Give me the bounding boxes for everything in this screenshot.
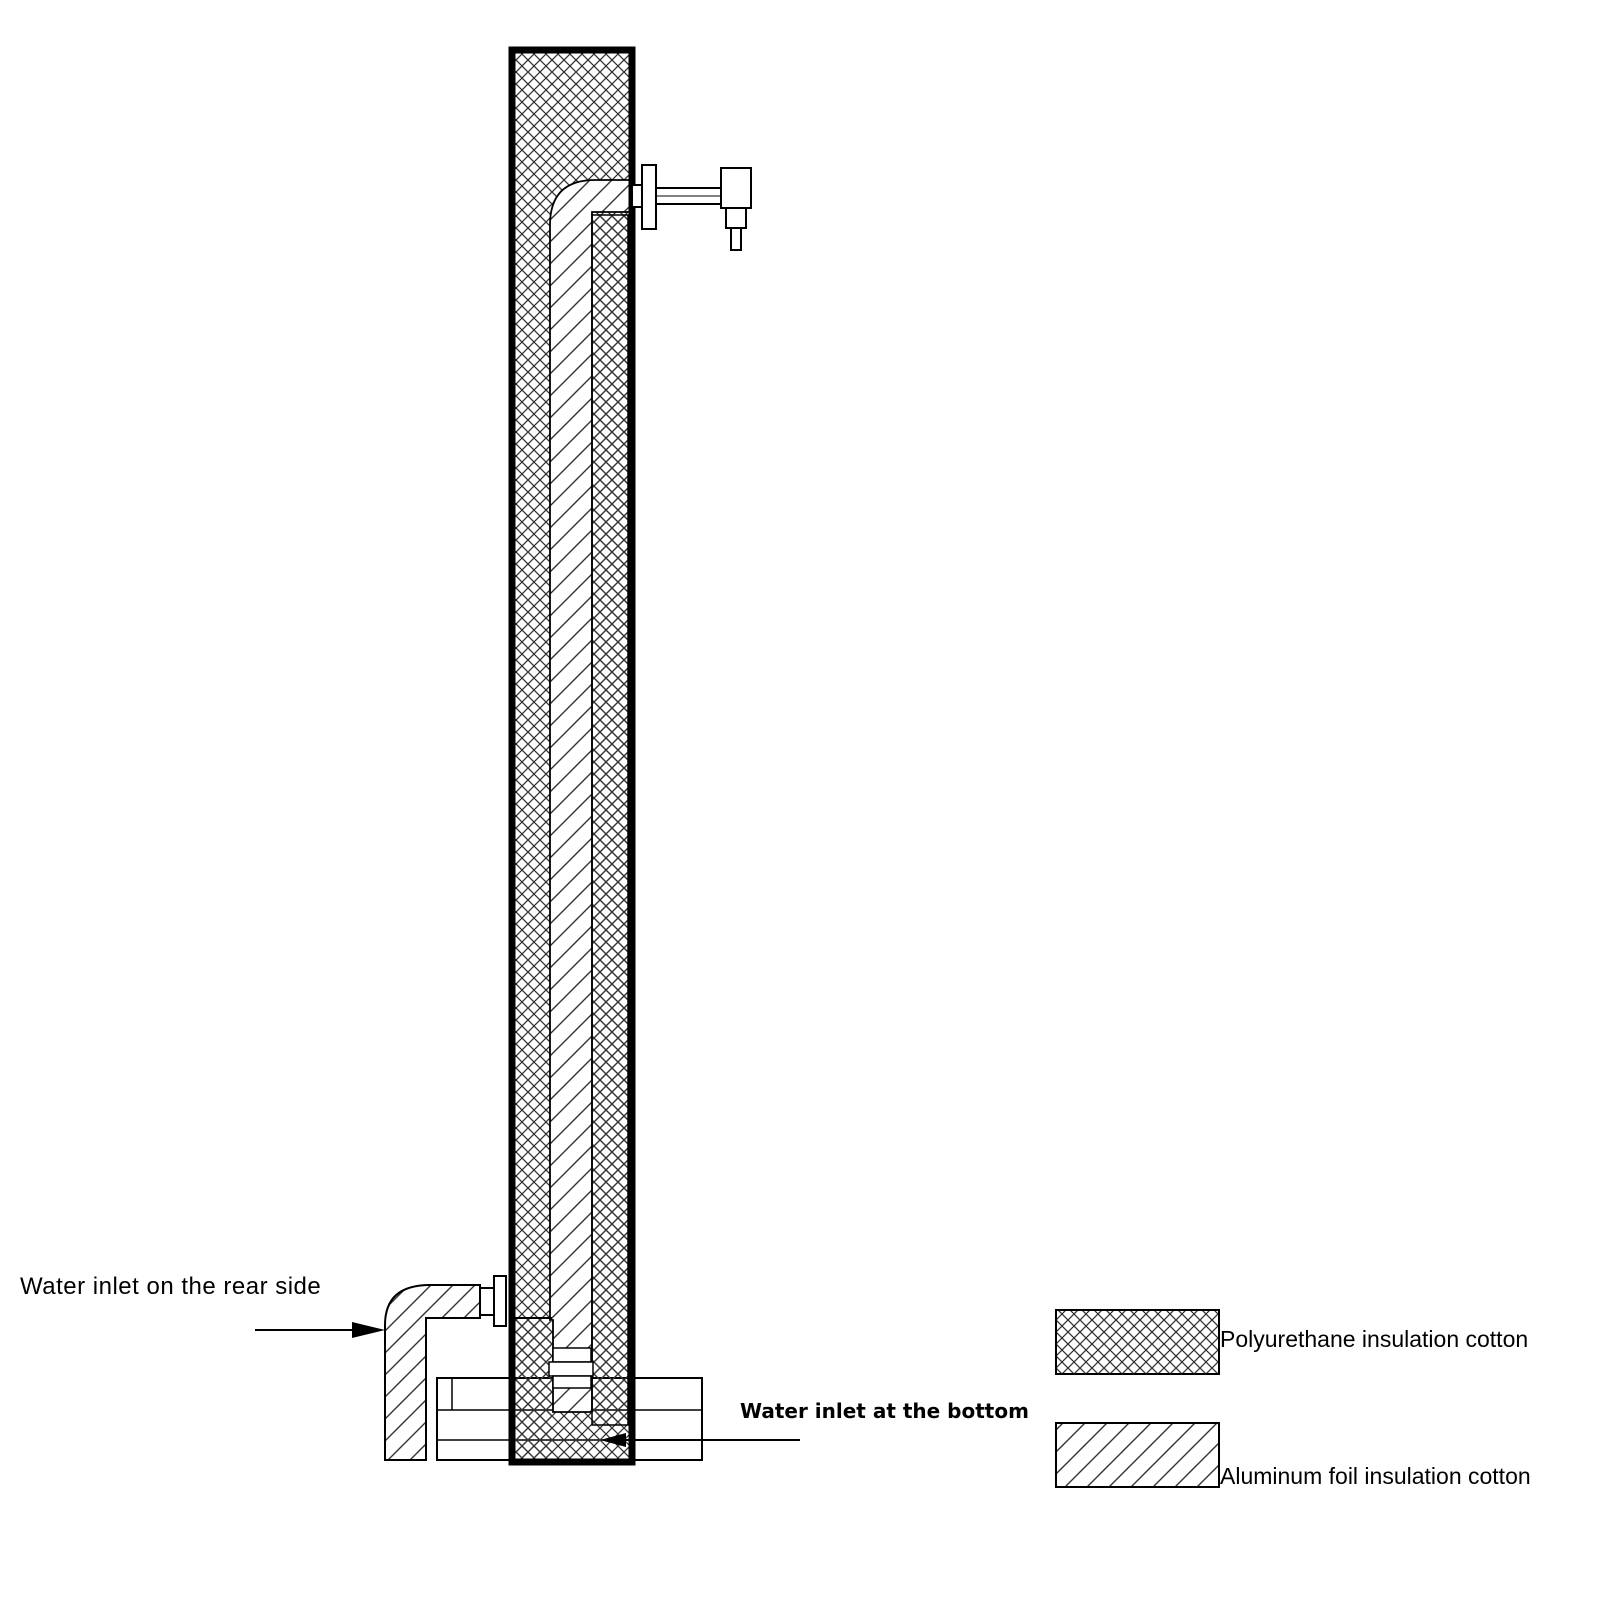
legend-label-aluminum: Aluminum foil insulation cotton xyxy=(1220,1463,1531,1489)
rear-inlet-pipe xyxy=(384,1275,507,1461)
top-outlet-valve xyxy=(631,164,752,251)
main-column xyxy=(508,46,636,1466)
rear-inlet-callout: Water inlet on the rear side xyxy=(20,1273,385,1338)
rear-inlet-label: Water inlet on the rear side xyxy=(20,1273,321,1300)
bottom-inlet-callout: Water inlet at the bottom xyxy=(600,1399,1029,1447)
bottom-inlet-label: Water inlet at the bottom xyxy=(740,1399,1029,1423)
bottom-inlet-arrow-icon xyxy=(600,1433,626,1447)
legend-swatch-aluminum xyxy=(1055,1422,1220,1488)
legend: Polyurethane insulation cotton Aluminum … xyxy=(1055,1309,1531,1489)
rear-inlet-arrow-icon xyxy=(352,1322,385,1338)
legend-label-polyurethane: Polyurethane insulation cotton xyxy=(1220,1326,1528,1352)
legend-swatch-polyurethane xyxy=(1055,1309,1220,1375)
bottom-fitting xyxy=(548,1347,594,1389)
